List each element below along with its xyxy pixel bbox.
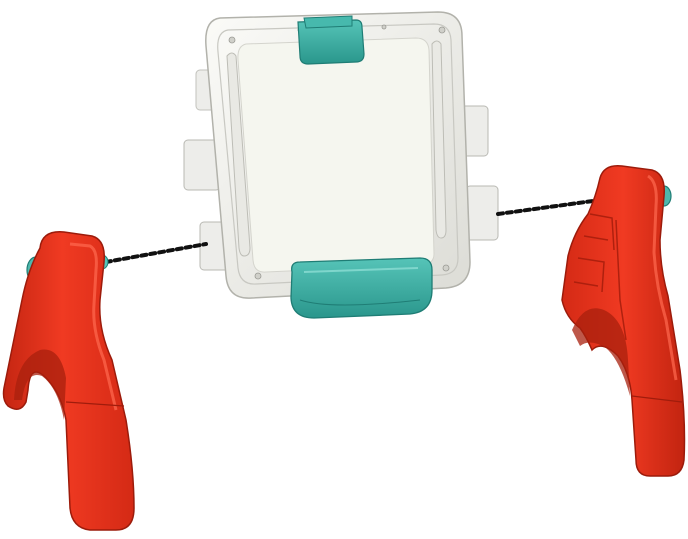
board-top-clip [298,16,364,64]
board-bottom-clip [291,258,432,318]
left-leg [4,232,135,530]
left-connector-line [106,244,206,262]
board-surface [238,38,434,272]
right-leg [562,166,685,476]
right-connector-line [498,200,600,214]
board [184,12,498,318]
